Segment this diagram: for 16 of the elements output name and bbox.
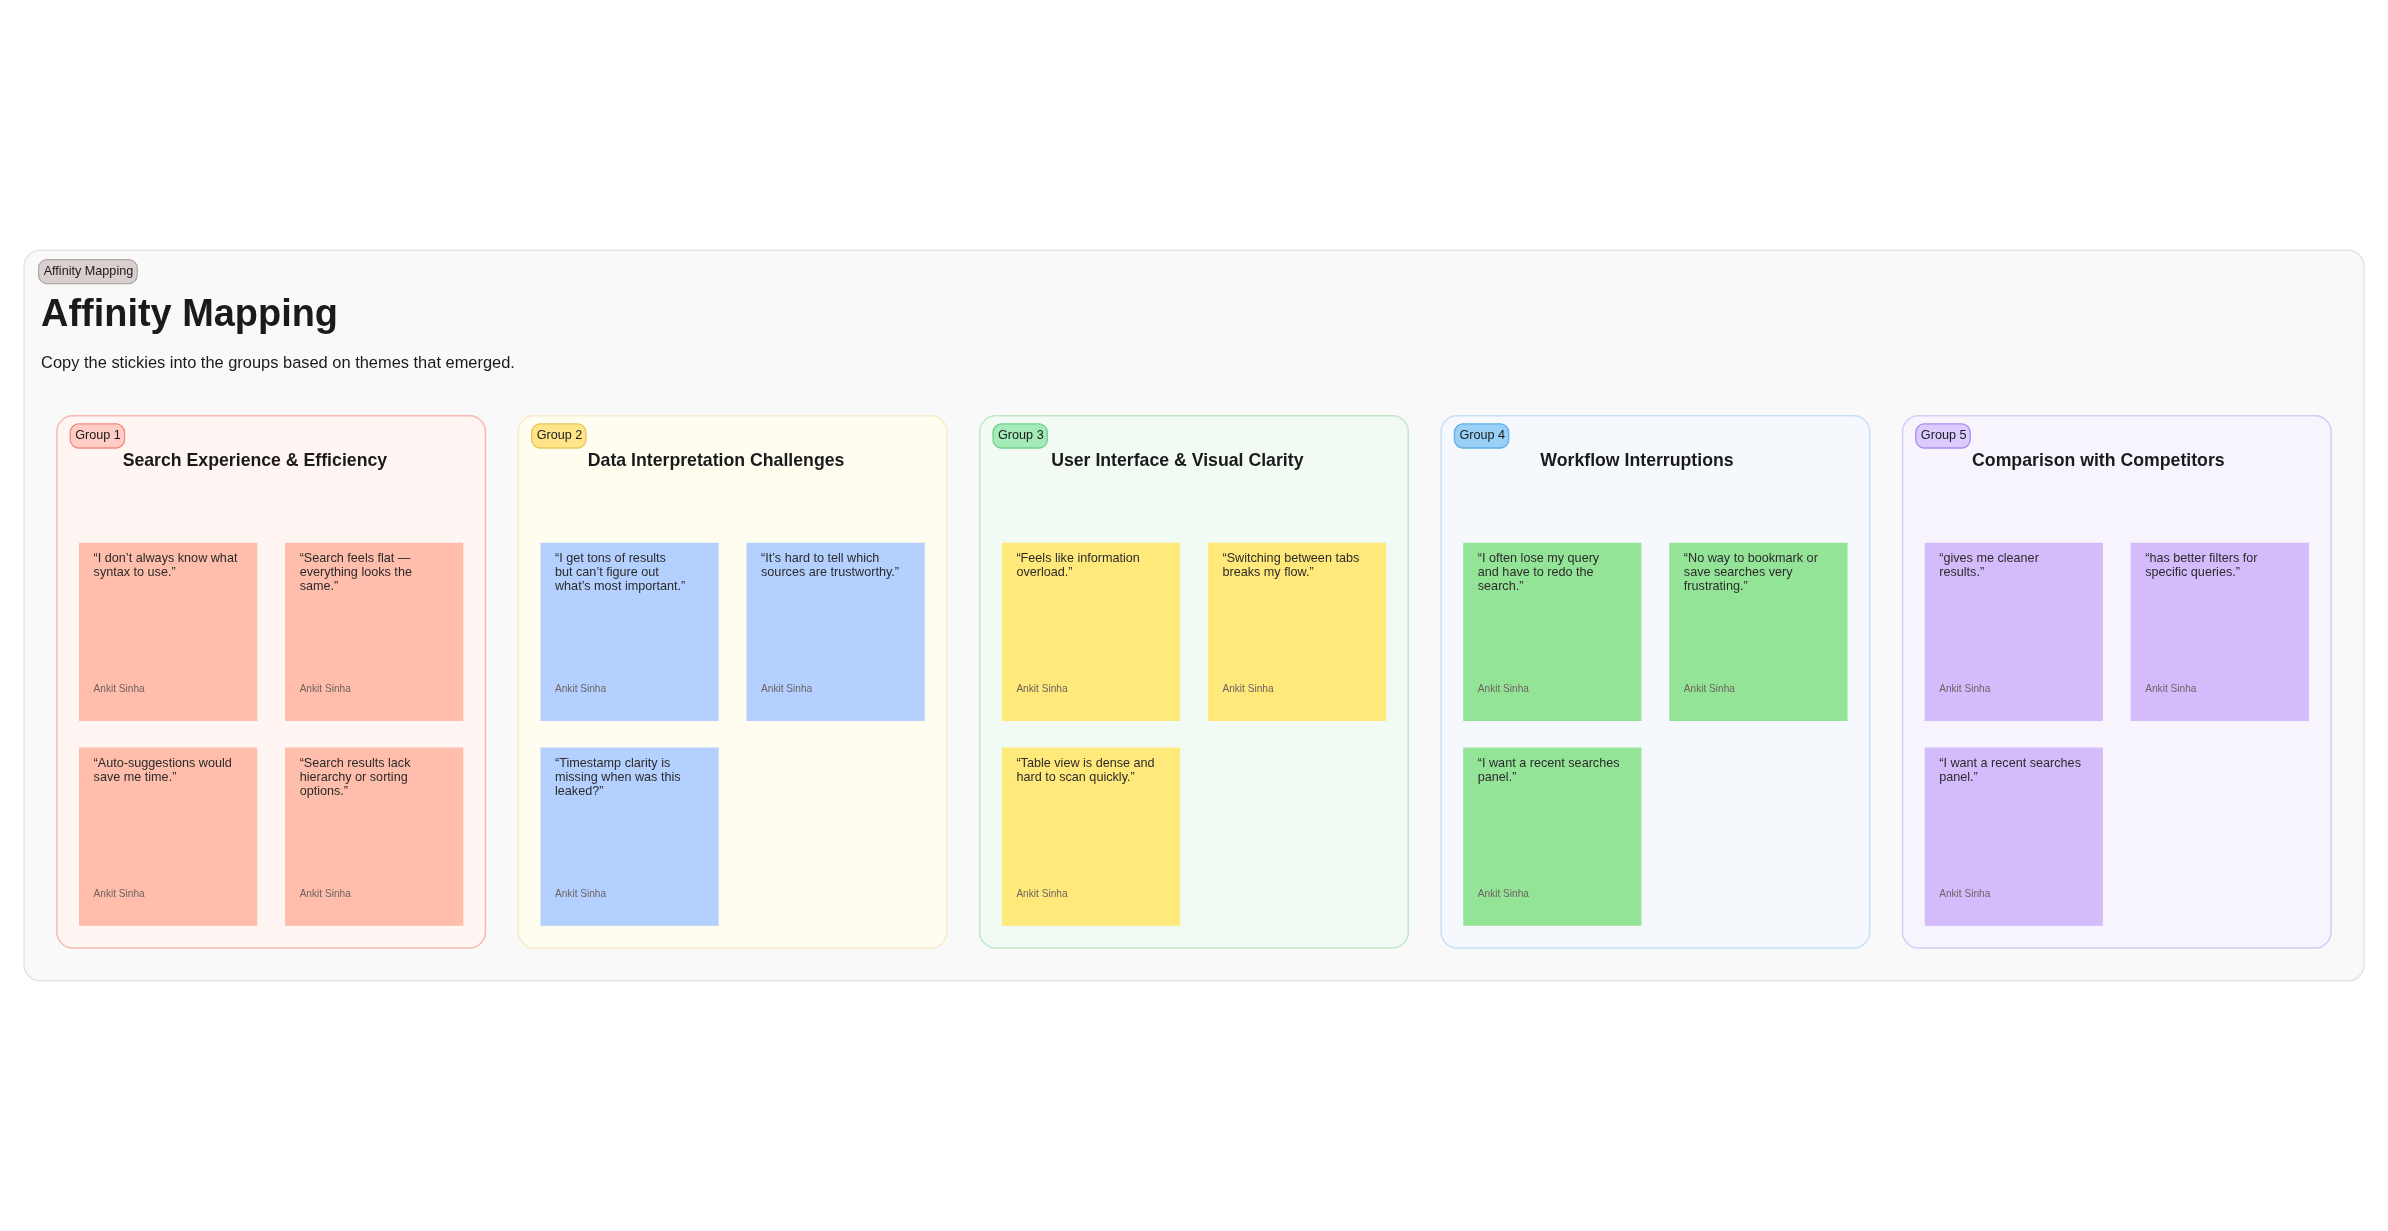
node-box: “Auto-suggestions would save me time.” Ankit Sinha [79, 747, 258, 926]
node-box: “I don’t always know what syntax to use.” Ankit Sinha [79, 542, 258, 722]
node-box: “Search results lack hierarchy or sorting options.” Ankit Sinha [285, 747, 464, 926]
node-box: “has better filters for specific queries.” Ankit Sinha [2130, 542, 2309, 722]
node-box: “Timestamp clarity is missing when was this leaked?” Ankit Sinha [540, 747, 719, 926]
node-box: “I want a recent searches panel.” Ankit Sinha [1924, 747, 2103, 926]
node-box: “I get tons of results but can’t figure out what’s most important.” Ankit Sinha [540, 542, 719, 722]
node-box: “Feels like information overload.” Ankit Sinha [1001, 542, 1181, 722]
node-box: “Switching between tabs breaks my flow.” Ankit Sinha [1207, 542, 1387, 722]
node-box: “Search feels flat — everything looks the same.” Ankit Sinha [285, 542, 464, 722]
node-box: “gives me cleaner results.” Ankit Sinha [1924, 542, 2103, 722]
node-box: “Table view is dense and hard to scan quickly.” Ankit Sinha [1001, 747, 1181, 926]
node-box: “I often lose my query and have to redo the search.” Ankit Sinha [1463, 542, 1642, 722]
node-box: “It’s hard to tell which sources are trustworthy.” Ankit Sinha [746, 542, 925, 722]
node-box: “No way to bookmark or save searches very frustrating.” Ankit Sinha [1669, 542, 1848, 722]
node-box: “I want a recent searches panel.” Ankit Sinha [1463, 747, 1642, 926]
